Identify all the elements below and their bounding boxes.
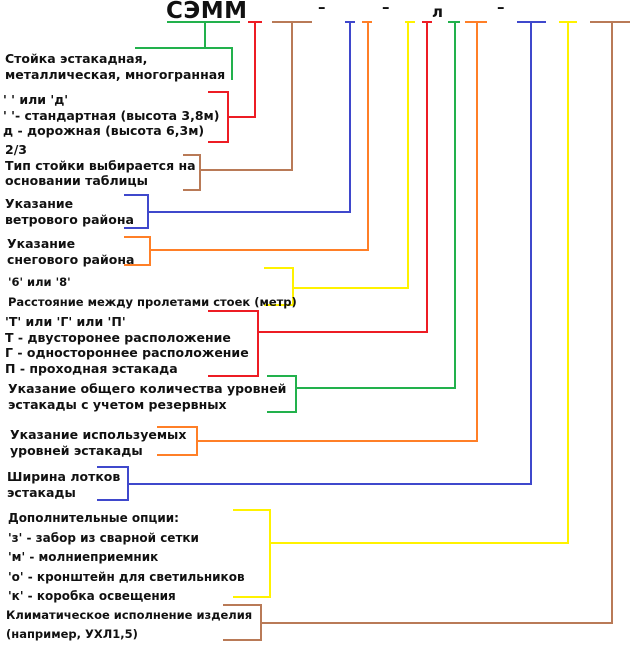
desc-line: ' '- стандартная (высота 3,8м) (3, 107, 220, 123)
desc-line: Г - одностороннее расположение (5, 345, 249, 360)
desc-line: основании таблицы (5, 173, 148, 188)
desc-layout: 'Т' или 'Г' или 'П' Т - двусторонее расп… (5, 314, 249, 376)
connector-options (233, 21, 577, 598)
desc-line: Указание (5, 196, 74, 211)
desc-line: уровней эстакады (10, 442, 143, 458)
desc-line: Указание общего количества уровней (8, 381, 287, 396)
desc-line: 'о' - кронштейн для светильников (8, 569, 245, 584)
desc-line: ветрового района (5, 211, 134, 227)
desc-line: 'з' - забор из сварной сетки (8, 530, 199, 545)
connector-layout (208, 21, 432, 377)
desc-line: Ширина лотков (7, 469, 121, 484)
desc-line: Расстояние между пролетами стоек (метр) (8, 295, 297, 309)
desc-height: ' ' или 'д' ' '- стандартная (высота 3,8… (3, 92, 219, 139)
connector-wind (124, 21, 355, 229)
desc-options: Дополнительные опции: 'з' - забор из сва… (8, 509, 245, 607)
desc-line: Т - двусторонее расположение (5, 329, 231, 345)
desc-line: 'к' - коробка освещения (8, 589, 176, 603)
desc-line: 'м' - молниеприемник (8, 550, 159, 564)
desc-line: Стойка эстакадная, (5, 51, 148, 66)
desc-line: Тип стойки выбирается на (5, 157, 196, 173)
desc-line: д - дорожная (высота 6,3м) (3, 123, 205, 138)
desc-line: эстакады (7, 484, 76, 500)
desc-line: металлическая, многогранная (5, 66, 226, 82)
desc-line: 'Т' или 'Г' или 'П' (5, 314, 126, 329)
separator-dash-3: – (497, 0, 505, 16)
connector-tray-width (97, 21, 546, 501)
desc-post-type: 2/3 Тип стойки выбирается на основании т… (5, 142, 196, 189)
desc-snow: Указание снегового района (7, 236, 134, 267)
desc-line: 2/3 (5, 142, 27, 157)
separator-dash-1: – (318, 0, 326, 16)
connector-climate (223, 21, 630, 641)
desc-line: снегового района (7, 251, 135, 267)
desc-line: Дополнительные опции: (8, 511, 179, 525)
desc-line: (например, УХЛ1,5) (6, 627, 138, 641)
product-code-prefix: СЭММ (166, 0, 248, 24)
desc-line: Климатическое исполнение изделия (6, 608, 253, 622)
desc-line: Указание используемых (10, 427, 187, 442)
desc-line: П - проходная эстакада (5, 360, 178, 376)
desc-line: эстакады с учетом резервных (8, 396, 227, 412)
desc-type: Стойка эстакадная, металлическая, многог… (5, 51, 225, 82)
connector-height (208, 21, 262, 143)
separator-dash-2: – (382, 0, 390, 16)
desc-tray-width: Ширина лотков эстакады (7, 469, 120, 500)
connector-post-type (183, 21, 312, 191)
code-letter-l: л (432, 3, 443, 21)
connector-span (264, 21, 415, 306)
connector-levels-total (267, 21, 460, 413)
connector-snow (124, 21, 372, 266)
desc-levels-total: Указание общего количества уровней эстак… (8, 381, 286, 412)
desc-climate: Климатическое исполнение изделия (наприм… (6, 606, 252, 644)
desc-line: Указание (7, 236, 76, 251)
connector-levels-used (157, 21, 487, 456)
desc-wind: Указание ветрового района (5, 196, 134, 227)
desc-levels-used: Указание используемых уровней эстакады (10, 427, 186, 458)
desc-line: ' ' или 'д' (3, 92, 69, 107)
desc-line: '6' или '8' (8, 275, 71, 289)
desc-span: '6' или '8' Расстояние между пролетами с… (8, 272, 297, 312)
connector-type (135, 21, 240, 80)
